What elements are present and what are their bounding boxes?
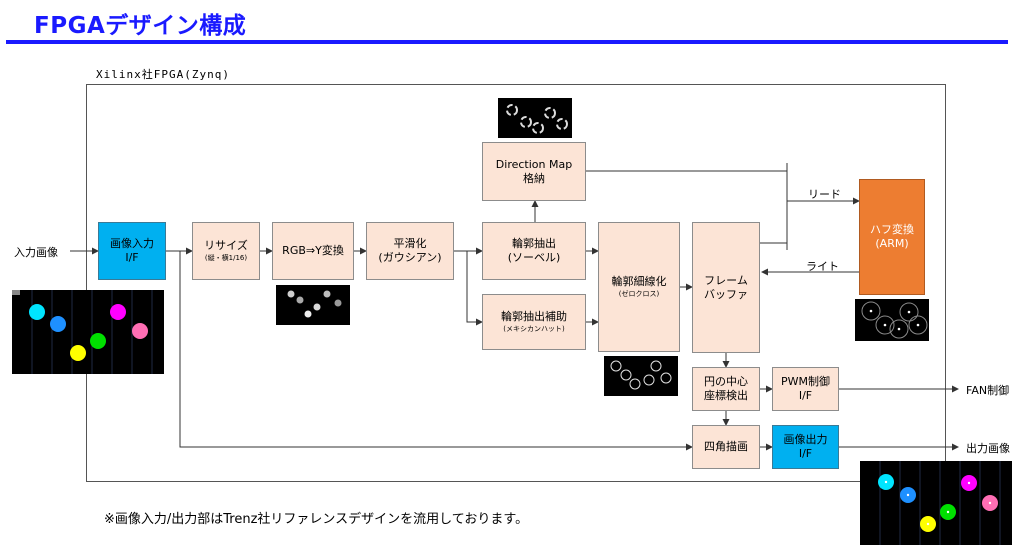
block-label: RGB⇒Y変換	[282, 244, 344, 257]
magenta-circle	[110, 304, 126, 320]
title-underline	[6, 40, 1008, 44]
block-sublabel: (縦・横1/16)	[204, 253, 248, 262]
frame-buffer-block: フレーム バッファ	[692, 222, 760, 353]
block-label: 格納	[523, 171, 545, 185]
rect-draw-block: 四角描画	[692, 425, 760, 469]
block-label: PWM制御	[780, 375, 830, 388]
block-label: 輪郭抽出	[512, 237, 556, 250]
block-sublabel: (ゼロクロス)	[618, 289, 660, 298]
block-label: I/F	[798, 447, 813, 460]
smoothing-block: 平滑化 (ガウシアン)	[366, 222, 454, 280]
image-output-if-block: 画像出力 I/F	[772, 425, 839, 469]
block-label: 平滑化	[393, 237, 427, 250]
block-label: 四角描画	[704, 440, 748, 453]
footnote: ※画像入力/出力部はTrenz社リファレンスデザインを流用しております。	[104, 512, 529, 527]
direction-map-block: Direction Map 格納	[482, 142, 586, 201]
edge-extract-block: 輪郭抽出 (ソーベル)	[482, 222, 586, 280]
edge-assist-block: 輪郭抽出補助 (メキシカンハット)	[482, 294, 586, 350]
fpga-label: Xilinx社FPGA(Zynq)	[96, 68, 230, 81]
block-label: I/F	[125, 251, 139, 264]
green-circle	[90, 333, 106, 349]
write-label: ライト	[806, 260, 839, 273]
input-image-thumbnail	[12, 290, 164, 374]
yellow-circle	[70, 345, 86, 361]
block-label: I/F	[798, 389, 813, 402]
output-image-thumbnail	[860, 461, 1012, 545]
blue-circle	[50, 316, 66, 332]
block-label: (ARM)	[875, 237, 909, 250]
circle-center-block: 円の中心 座標検出	[692, 367, 760, 411]
output-image-label: 出力画像	[966, 442, 1010, 455]
block-label: フレーム	[704, 273, 748, 287]
pwm-if-block: PWM制御 I/F	[772, 367, 839, 411]
read-label: リード	[808, 188, 841, 201]
block-label: 輪郭抽出補助	[501, 309, 567, 323]
hough-result-thumbnail	[855, 299, 929, 341]
block-label: 画像出力	[783, 433, 828, 446]
slide-title: FPGAデザイン構成	[34, 13, 247, 39]
block-label: バッファ	[704, 287, 748, 301]
fpga-boundary	[86, 84, 946, 482]
block-label: リサイズ	[204, 238, 248, 252]
wire-smooth-assist	[466, 251, 483, 326]
block-sublabel: (メキシカンハット)	[503, 324, 565, 333]
block-label: Direction Map	[495, 157, 573, 171]
image-input-if-block: 画像入力 I/F	[98, 222, 166, 280]
input-image-label: 入力画像	[14, 246, 58, 259]
cyan-circle	[29, 304, 45, 320]
block-label: 座標検出	[704, 389, 748, 402]
block-label: 円の中心	[704, 375, 748, 388]
block-label: (ガウシアン)	[378, 251, 442, 264]
thinning-block: 輪郭細線化 (ゼロクロス)	[598, 222, 680, 352]
resize-block: リサイズ (縦・横1/16)	[192, 222, 260, 280]
wire-bypass	[179, 251, 693, 451]
fan-control-label: FAN制御	[966, 384, 1010, 397]
hough-arm-block: ハフ変換 (ARM)	[859, 179, 925, 295]
block-label: 輪郭細線化	[611, 274, 667, 288]
rgb-to-y-block: RGB⇒Y変換	[272, 222, 354, 280]
block-label: ハフ変換	[870, 223, 914, 236]
pink-circle	[132, 323, 148, 339]
block-label: 画像入力	[110, 237, 154, 250]
direction-map-thumbnail	[498, 98, 572, 138]
grayscale-thumbnail	[276, 285, 350, 325]
block-label: (ソーベル)	[507, 251, 561, 264]
thinning-thumbnail	[604, 356, 678, 396]
